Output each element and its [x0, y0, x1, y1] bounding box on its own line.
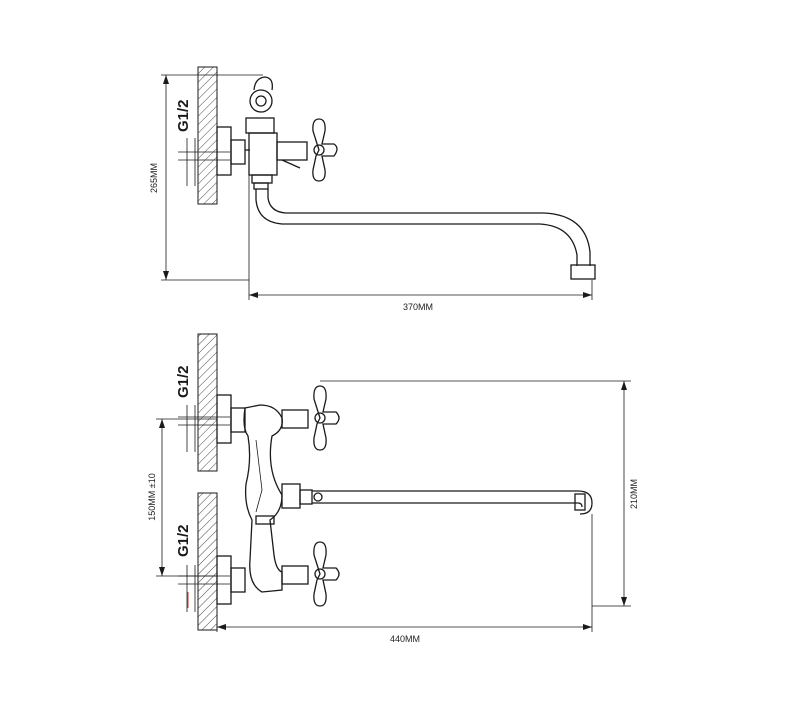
dim-length-top: 370MM: [403, 302, 433, 312]
spout-bottom: [312, 490, 593, 515]
wall-hatch-top: [197, 66, 218, 205]
top-view: G1/2 265MM: [149, 66, 596, 312]
thread-label-upper: G1/2: [175, 365, 192, 398]
cross-handle-upper: [313, 385, 340, 451]
dim-height-bottom: 210MM: [629, 479, 639, 509]
diverter-knob-top: [249, 89, 273, 113]
spout-top: [255, 189, 591, 266]
dim-height-top: 265MM: [149, 163, 159, 193]
aerator-bottom: [574, 493, 586, 511]
flange-upper: [216, 394, 232, 444]
thread-label-lower: G1/2: [175, 524, 192, 557]
valve-body-bottom: [243, 404, 283, 593]
valve-body-top: [248, 132, 278, 176]
dim-length-bottom: 440MM: [390, 634, 420, 644]
aerator-top: [570, 264, 596, 280]
thread-label-top: G1/2: [175, 99, 192, 132]
flange-lower: [216, 555, 232, 605]
wall-hatch-upper: [197, 333, 218, 472]
dim-spacing: 150MM ±10: [147, 473, 157, 520]
wall-hatch-lower: [197, 492, 218, 631]
cross-handle-lower: [313, 541, 340, 607]
bottom-view: G1/2 G1/2: [147, 333, 639, 644]
flange-top: [216, 126, 232, 176]
cross-handle-top: [312, 118, 338, 182]
